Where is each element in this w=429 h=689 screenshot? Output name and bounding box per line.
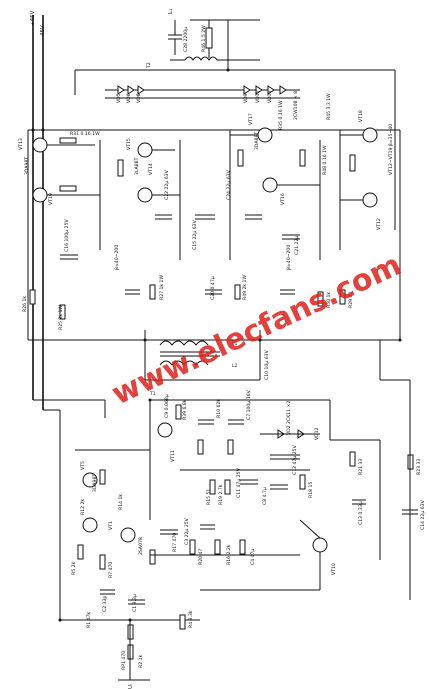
r45-label: R45 3.3 1W xyxy=(326,93,332,120)
rp1-label: RP1 470 xyxy=(121,651,127,670)
c4-label: C4 47μ xyxy=(250,549,256,565)
r29-label: R29 33 xyxy=(348,292,354,308)
l2-label: L2 xyxy=(232,363,238,369)
vt5-type: 3DA98T xyxy=(92,474,98,492)
beta-note-right: β=40~200 xyxy=(286,245,292,270)
vd12-label: VD12 xyxy=(314,427,320,440)
vt13-label: VT13 xyxy=(18,138,24,150)
vt16-label: VT16 xyxy=(280,193,286,205)
watermark: www.elecfans.com xyxy=(107,247,407,412)
c20-label: C20 0.47μ xyxy=(210,276,216,300)
c10-label: C10 10μ 63V xyxy=(264,349,270,380)
vt15-type: 3LA88T xyxy=(134,157,140,175)
r49-label: R49 2k 1W xyxy=(242,275,248,300)
zener-string xyxy=(105,85,300,99)
c11-label: C11 47μ 25V xyxy=(236,467,242,498)
r15-label: R15 51 xyxy=(206,489,212,505)
vd2-label: VD2 2CK11 ×2 xyxy=(286,401,292,435)
vd6-label: VD6 xyxy=(126,93,132,103)
r46-label: R46 1.5 2W xyxy=(201,25,207,52)
l1-label: L1 xyxy=(232,341,238,347)
r4-label: R4 3.3k xyxy=(188,610,194,628)
c28-label: C28 2200μ xyxy=(183,27,189,52)
output-inductor xyxy=(144,330,261,381)
r10-label: R10 62k xyxy=(216,399,222,418)
r18-label: R18 15 xyxy=(308,482,314,498)
r1-label: R1 47k xyxy=(86,612,92,628)
r5-label: R5 2k xyxy=(71,562,77,575)
vt11-label: VT11 xyxy=(170,450,176,462)
vd5-label: VD5 xyxy=(116,93,122,103)
r2-label: R2 1k xyxy=(138,655,144,668)
vt-range-note: VT12~VT19 β=35~40 xyxy=(388,124,394,175)
r19-label: R19 2.7k xyxy=(218,484,224,505)
vd10-label: VD10 xyxy=(255,90,261,103)
r7-label: R7 470 xyxy=(108,562,114,578)
supply-rails xyxy=(27,15,401,418)
r12-label: R12 2k xyxy=(80,499,86,515)
r14-label: R14 1k xyxy=(118,494,124,510)
vd11-label: VD11 xyxy=(267,90,273,103)
r20-label: R20 47 xyxy=(198,549,204,565)
driver-stage xyxy=(149,340,418,600)
c24-label: C24 22μ 63V xyxy=(226,169,232,200)
vt14-label: VT14 xyxy=(148,163,154,175)
vt12-label: VT12 xyxy=(376,218,382,230)
c3-label: C3 22μ 25V xyxy=(184,517,190,545)
vt1-label: VT1 xyxy=(108,521,114,530)
beta-note-left: β=40~200 xyxy=(114,245,120,270)
rail-neg-label: -45V xyxy=(40,25,46,38)
c14-label: C14 22μ 63V xyxy=(420,499,426,530)
r50-label: R50 1k xyxy=(326,292,332,308)
c9-label: C9 0.068μ xyxy=(164,394,170,418)
c13-label: C13 0.33μ xyxy=(358,501,364,525)
input-label: Uᵢ xyxy=(128,684,134,689)
r26-label: R26 1k xyxy=(22,296,28,312)
t1-label: T1 xyxy=(149,391,156,397)
c8-label: C8 4.7μ xyxy=(262,487,268,505)
output-stage xyxy=(29,127,378,320)
c7-label: C7 100μ 16V xyxy=(246,389,252,420)
c1-label: C1 3.3μ xyxy=(132,594,138,612)
r35-label: R35 0.16 1W xyxy=(278,100,284,130)
vt18-label: VT18 xyxy=(358,110,364,122)
r25-label: R25 2k 1W xyxy=(58,305,64,330)
r17-label: R17 470 xyxy=(172,533,178,552)
vt19-label: VT19 xyxy=(48,193,54,205)
c16-label: C16 100μ 25V xyxy=(64,218,70,252)
input-stage xyxy=(59,410,320,681)
r16-label: R16 2.2k xyxy=(226,544,232,565)
c12-label: C12 47μ 25V xyxy=(292,444,298,475)
c22-label: C22 22μ 63V xyxy=(164,169,170,200)
vd9-label: VD9 xyxy=(243,93,249,103)
c15-label: C15 22μ 63V xyxy=(192,219,198,250)
vd8-label: VD8 xyxy=(136,93,142,103)
c2-label: C2 33p xyxy=(102,596,108,612)
r39-label: R39 6.8k xyxy=(182,399,188,420)
vt1-type: 2SA07B xyxy=(138,537,144,555)
vt13-type: 3DA98T xyxy=(24,157,30,175)
r21-label: R21 33 xyxy=(358,459,364,475)
vt17-label: VT17 xyxy=(248,113,254,125)
c21-label: C21 22μ xyxy=(294,236,300,255)
vt5-label: VT5 xyxy=(80,461,86,470)
zener-note: 2CW108 × 8 xyxy=(293,91,299,120)
output-label: L₁ xyxy=(168,9,174,14)
vt17-type: 3DA88T xyxy=(254,132,260,150)
r48-label: R48 0.16 1W xyxy=(322,145,328,175)
junction-dots xyxy=(31,68,402,622)
t2-label: T2 xyxy=(146,62,152,69)
r23-label: R23 33 xyxy=(416,459,422,475)
vt15-label: VT15 xyxy=(126,138,132,150)
rail-pos-label: +45V xyxy=(30,10,36,26)
vt10-label: VT10 xyxy=(331,563,337,575)
r27-label: R27 1k 1W xyxy=(159,275,165,300)
r31-label: R31 0.16 1W xyxy=(70,131,100,137)
supply-filter xyxy=(168,20,260,61)
